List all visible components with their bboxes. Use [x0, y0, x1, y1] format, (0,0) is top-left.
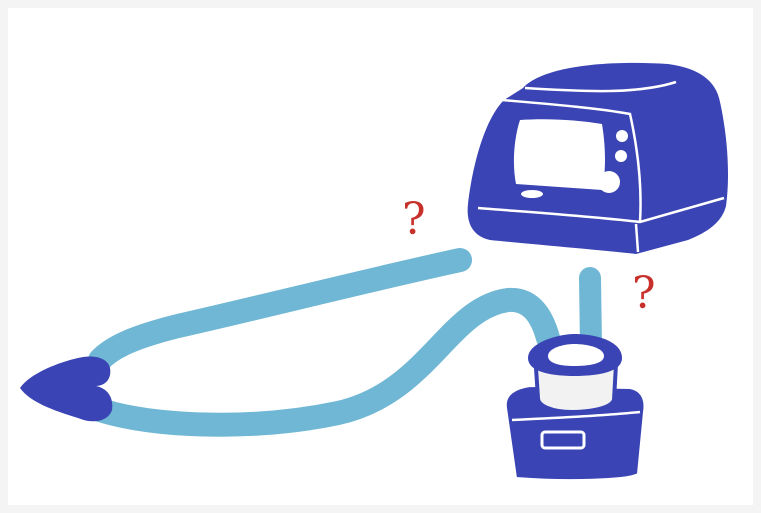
illustration-canvas: ? ? — [8, 8, 753, 505]
machine-screen — [514, 119, 605, 190]
machine-knob-small-bottom[interactable] — [615, 150, 627, 162]
question-mark-right: ? — [632, 268, 656, 319]
inspiratory-hose — [100, 260, 460, 360]
question-mark-left: ? — [402, 194, 426, 245]
ventilator-machine-icon — [468, 63, 728, 254]
machine-power-light — [521, 190, 543, 198]
humidifier-icon — [506, 334, 645, 480]
machine-knob-small-top[interactable] — [616, 130, 628, 142]
y-piece-connector-icon — [20, 356, 112, 421]
machine-knob-large[interactable] — [598, 171, 620, 193]
ventilator-illustration: ? ? — [8, 8, 753, 505]
